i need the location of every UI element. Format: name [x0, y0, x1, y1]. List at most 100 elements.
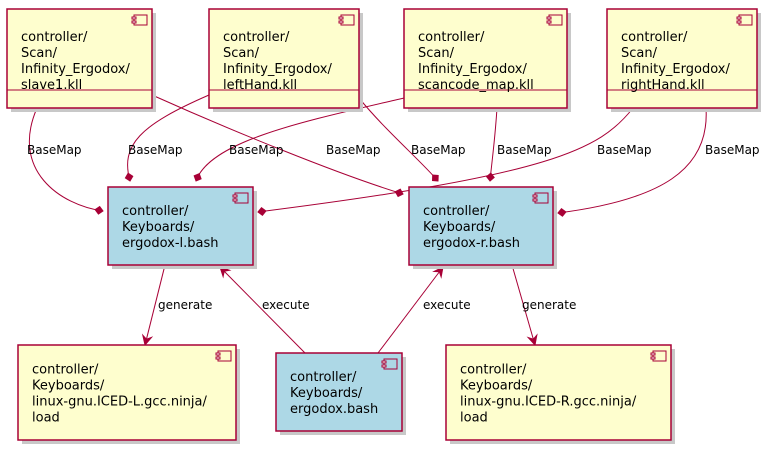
- composition-diamond: [394, 188, 404, 198]
- edge-scancode-l: BaseMap: [193, 97, 405, 182]
- edge-ergodox-l: execute: [219, 266, 310, 354]
- composition-diamond: [557, 208, 567, 217]
- edge-ergodox-r: execute: [377, 266, 471, 354]
- component-label-line: ergodox.bash: [290, 402, 378, 417]
- component-label-line: scancode_map.kll: [418, 78, 534, 93]
- component-box: [606, 8, 758, 109]
- edge-line: [257, 107, 634, 213]
- component-icon: [736, 14, 753, 26]
- edges-layer: BaseMap BaseMap BaseMap BaseMap BaseMap BaseM…: [27, 94, 760, 354]
- edge-scancode-r: BaseMap: [485, 107, 552, 182]
- arrow-head: [219, 266, 232, 279]
- component-label-line: Keyboards/: [290, 386, 363, 401]
- edge-line: [28, 107, 104, 212]
- edge-label: BaseMap: [411, 143, 466, 157]
- component-icon: [532, 192, 549, 204]
- component-label-line: load: [460, 411, 488, 426]
- component-label-line: linux-gnu.ICED-L.gcc.ninja/: [32, 395, 207, 410]
- nodes-layer: controller/Scan/Infinity_Ergodox/slave1.…: [6, 8, 761, 444]
- component-label-line: Scan/: [223, 46, 260, 61]
- component-label-line: controller/: [290, 370, 357, 385]
- edge-line: [151, 94, 404, 195]
- arrow-head: [432, 266, 444, 279]
- edge-righthand-r: BaseMap: [557, 107, 760, 217]
- edge-slave1-r: BaseMap: [151, 94, 404, 198]
- component-icon: [650, 350, 667, 362]
- edge-label: BaseMap: [229, 143, 284, 157]
- component-scancode[interactable]: controller/Scan/Infinity_Ergodox/scancod…: [403, 8, 571, 112]
- component-label-line: Infinity_Ergodox/: [223, 62, 332, 77]
- component-label-line: Keyboards/: [32, 379, 105, 394]
- edge-line: [358, 97, 439, 182]
- component-label-line: Infinity_Ergodox/: [21, 62, 130, 77]
- component-label-line: ergodox-l.bash: [122, 236, 218, 251]
- edge-label: generate: [158, 298, 212, 312]
- edge-label: BaseMap: [326, 143, 381, 157]
- component-label-line: leftHand.kll: [223, 78, 297, 93]
- arrow-head: [141, 333, 154, 347]
- component-label-line: controller/: [21, 30, 88, 45]
- edge-l-ninja: generate: [141, 264, 212, 347]
- component-label-line: slave1.kll: [21, 78, 82, 93]
- component-label-line: ergodox-r.bash: [423, 236, 520, 251]
- component-label-line: linux-gnu.ICED-R.gcc.ninja/: [460, 395, 637, 410]
- component-ninja-l[interactable]: controller/Keyboards/linux-gnu.ICED-L.gc…: [17, 344, 240, 444]
- edge-line: [557, 107, 707, 214]
- component-icon: [381, 358, 398, 370]
- component-icon: [215, 350, 232, 362]
- edge-label: BaseMap: [597, 143, 652, 157]
- component-box: [445, 344, 672, 441]
- component-label-line: Infinity_Ergodox/: [418, 62, 527, 77]
- component-label-line: controller/: [418, 30, 485, 45]
- edge-lefthand-r: BaseMap: [358, 97, 466, 182]
- component-ergodox-r[interactable]: controller/Keyboards/ergodox-r.bash: [408, 186, 557, 269]
- component-label-line: Scan/: [21, 46, 58, 61]
- component-box: [403, 8, 568, 109]
- component-ninja-r[interactable]: controller/Keyboards/linux-gnu.ICED-R.gc…: [445, 344, 675, 444]
- component-label-line: Scan/: [621, 46, 658, 61]
- component-label-line: Keyboards/: [460, 379, 533, 394]
- edge-label: generate: [522, 298, 576, 312]
- component-icon: [338, 14, 355, 26]
- component-ergodox[interactable]: controller/Keyboards/ergodox.bash: [275, 352, 406, 435]
- component-label-line: controller/: [32, 363, 99, 378]
- edge-line: [144, 264, 166, 346]
- component-lefthand[interactable]: controller/Scan/Infinity_Ergodox/leftHan…: [208, 8, 363, 112]
- composition-diamond: [431, 174, 439, 182]
- component-label-line: Scan/: [418, 46, 455, 61]
- component-label-line: Keyboards/: [423, 220, 496, 235]
- component-label-line: controller/: [460, 363, 527, 378]
- component-box: [408, 186, 554, 266]
- edge-label: BaseMap: [705, 143, 760, 157]
- edge-line: [489, 107, 498, 182]
- edge-label: execute: [262, 298, 310, 312]
- component-box: [208, 8, 360, 109]
- edge-line: [219, 266, 306, 354]
- edge-righthand-l: BaseMap: [257, 107, 652, 216]
- component-box: [6, 8, 153, 109]
- component-label-line: Keyboards/: [122, 220, 195, 235]
- component-label-line: rightHand.kll: [621, 78, 705, 93]
- edge-line: [195, 97, 405, 182]
- component-slave1[interactable]: controller/Scan/Infinity_Ergodox/slave1.…: [6, 8, 156, 112]
- component-icon: [131, 14, 148, 26]
- component-icon: [232, 192, 249, 204]
- edge-line: [377, 266, 444, 354]
- component-ergodox-l[interactable]: controller/Keyboards/ergodox-l.bash: [107, 186, 257, 269]
- component-righthand[interactable]: controller/Scan/Infinity_Ergodox/rightHa…: [606, 8, 761, 112]
- component-box: [275, 352, 403, 432]
- composition-diamond: [257, 207, 267, 216]
- composition-diamond: [193, 173, 202, 182]
- composition-diamond: [94, 205, 104, 215]
- edge-label: BaseMap: [128, 143, 183, 157]
- edge-label: BaseMap: [27, 143, 82, 157]
- component-label-line: controller/: [621, 30, 688, 45]
- edge-label: execute: [423, 298, 471, 312]
- edge-line: [511, 264, 536, 346]
- component-icon: [546, 14, 563, 26]
- edge-lefthand-l: BaseMap: [124, 94, 210, 182]
- edge-slave1-l: BaseMap: [27, 107, 104, 215]
- edge-label: BaseMap: [497, 143, 552, 157]
- edge-r-ninja: generate: [511, 264, 576, 347]
